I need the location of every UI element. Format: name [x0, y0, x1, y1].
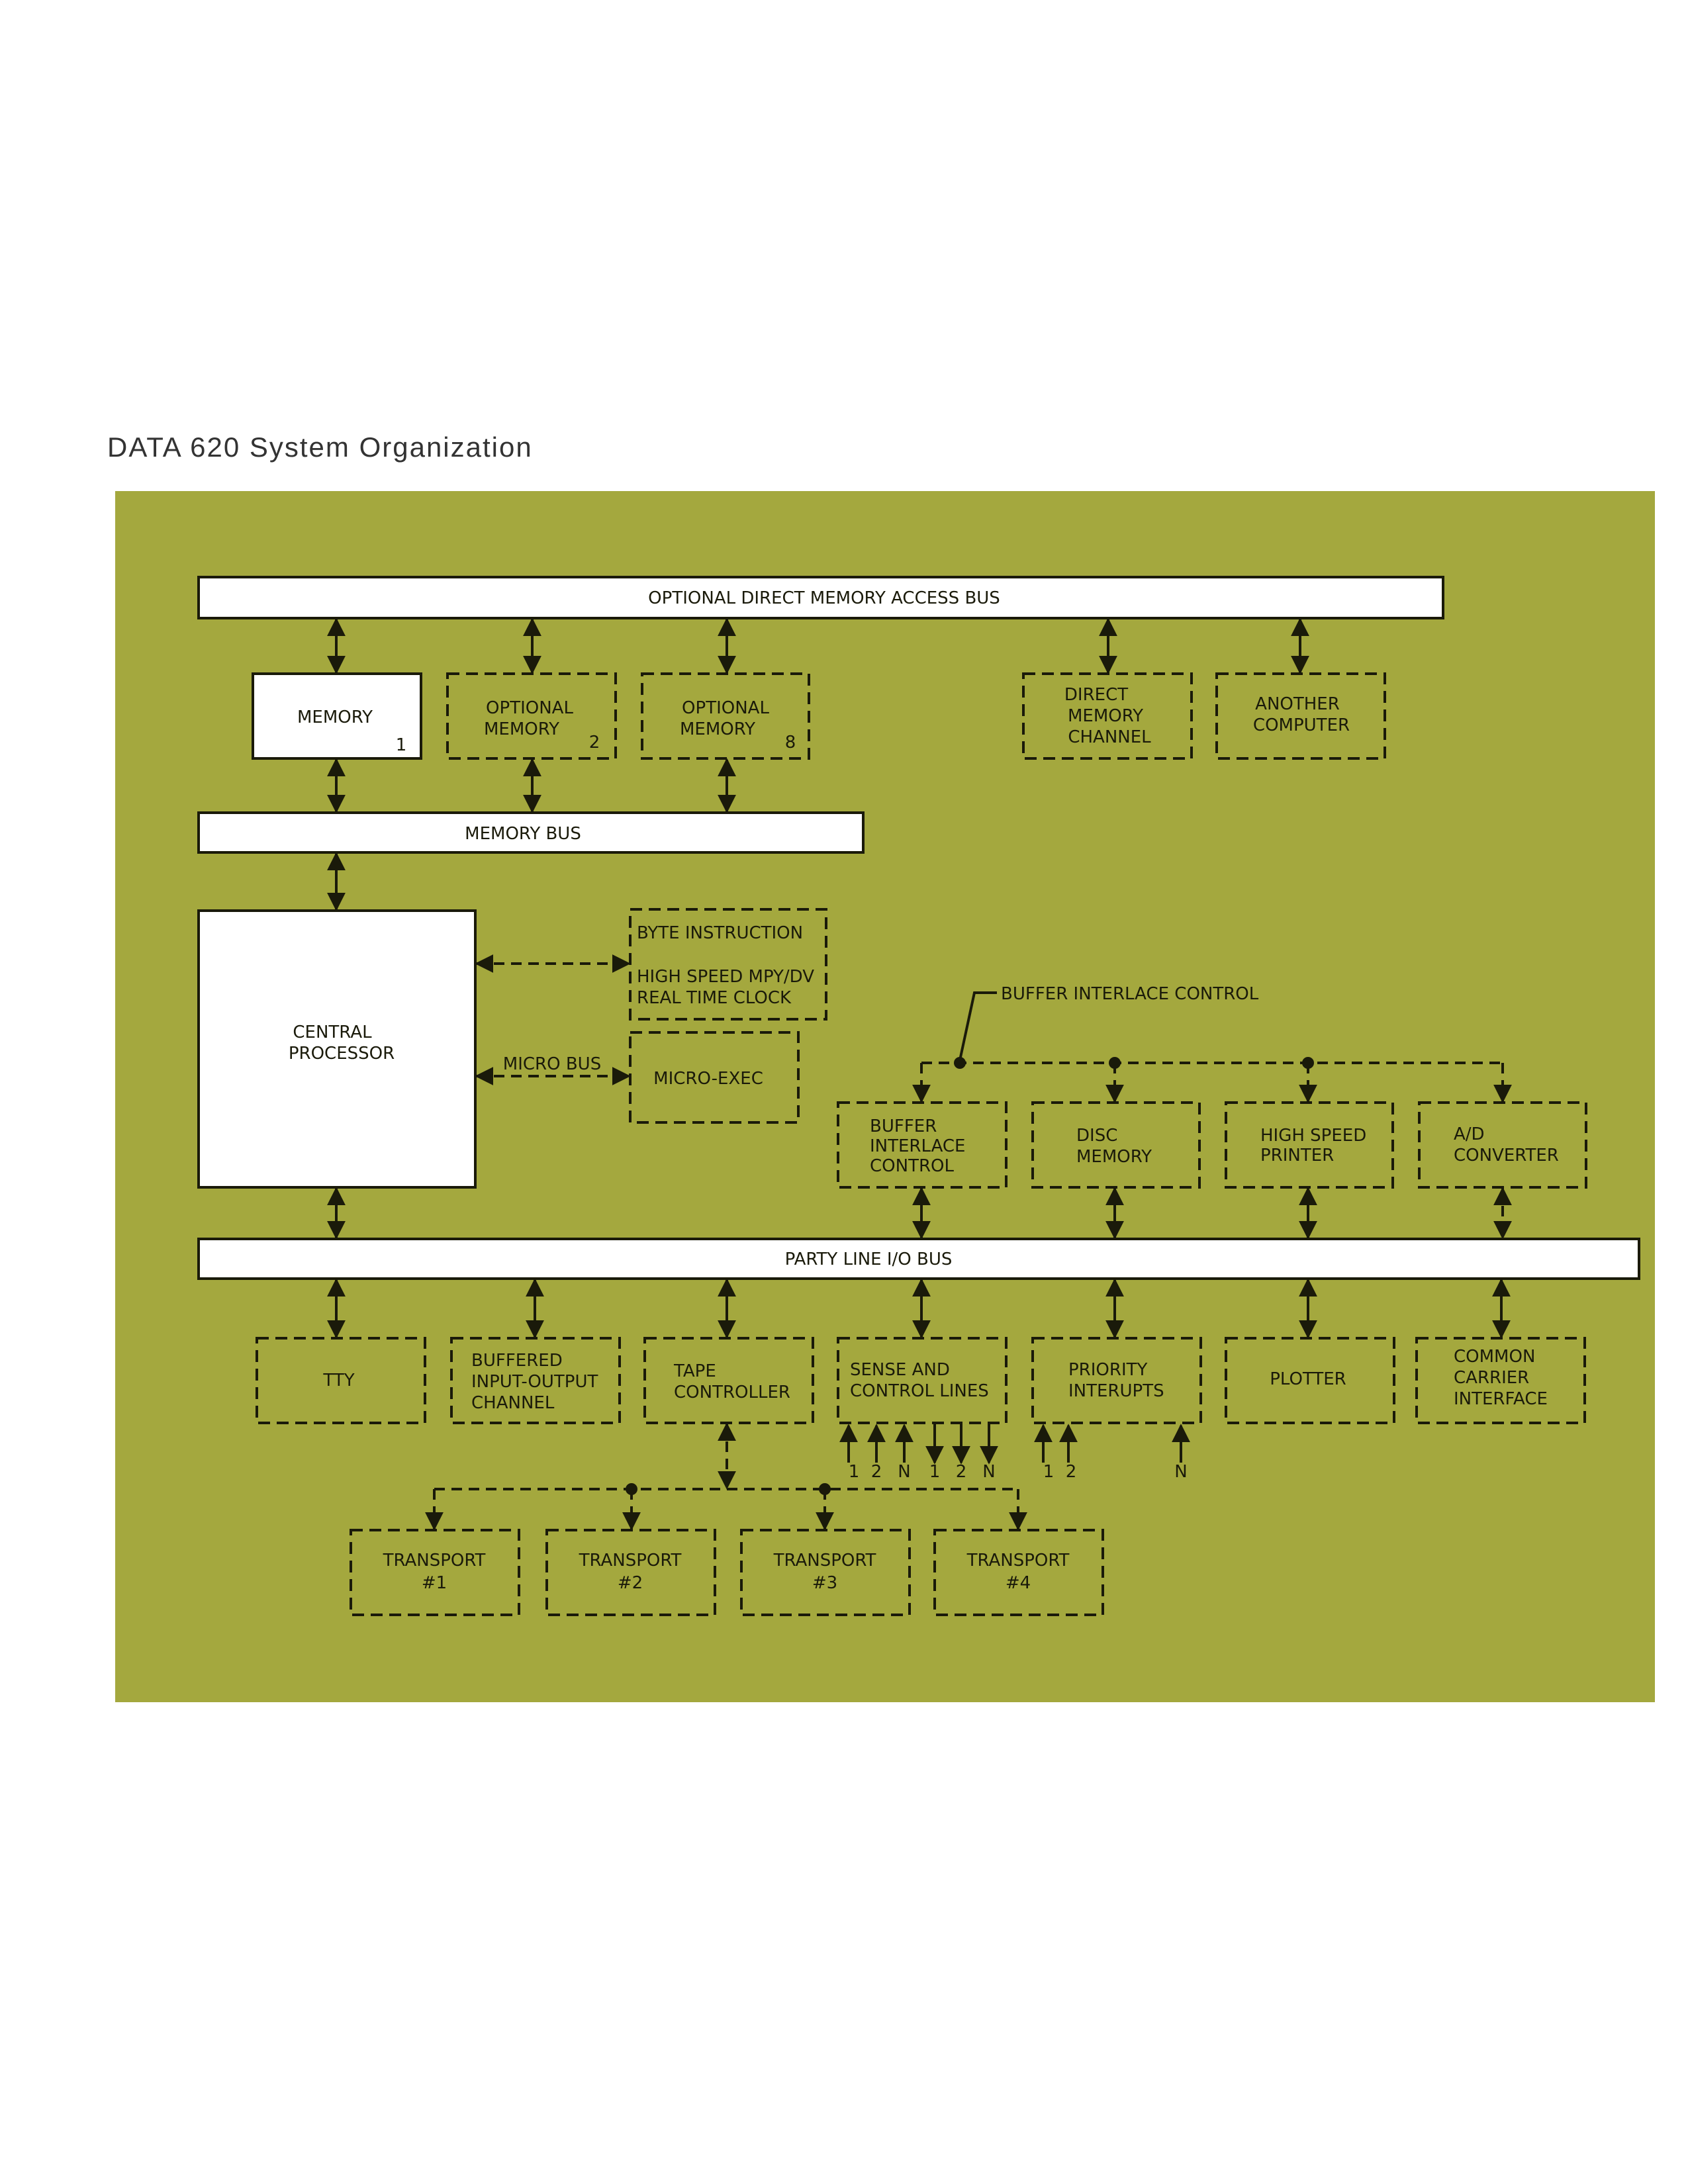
another-computer-box: ANOTHER COMPUTER: [1215, 672, 1386, 760]
svg-text:BUFFERED: BUFFERED: [471, 1351, 563, 1371]
svg-text:INTERFACE: INTERFACE: [1454, 1389, 1548, 1409]
party-line-io-bus: [197, 1238, 1640, 1280]
memory-box: MEMORY 1: [252, 672, 422, 760]
svg-text:MEMORY: MEMORY: [484, 719, 559, 739]
tape-controller-box: TAPE CONTROLLER: [643, 1337, 814, 1424]
sense-in-label-2: 2: [871, 1462, 882, 1482]
svg-text:MICRO-EXEC: MICRO-EXEC: [653, 1069, 763, 1089]
svg-text:A/D: A/D: [1454, 1124, 1485, 1144]
common-carrier-interface-box: COMMON CARRIER INTERFACE: [1415, 1337, 1586, 1424]
sense-in-label-1: 1: [849, 1462, 860, 1482]
svg-text:PLOTTER: PLOTTER: [1270, 1369, 1346, 1389]
tty-box: TTY: [256, 1337, 426, 1424]
svg-text:CHANNEL: CHANNEL: [471, 1393, 555, 1413]
svg-text:2: 2: [589, 733, 600, 752]
svg-text:TAPE: TAPE: [673, 1361, 716, 1381]
svg-text:#3: #3: [812, 1573, 837, 1593]
svg-text:ANOTHER: ANOTHER: [1255, 694, 1340, 714]
svg-text:HIGH SPEED: HIGH SPEED: [1260, 1126, 1366, 1146]
svg-text:MEMORY: MEMORY: [1068, 706, 1143, 726]
svg-text:OPTIONAL: OPTIONAL: [486, 698, 573, 718]
ad-converter-box: A/D CONVERTER: [1418, 1101, 1587, 1189]
svg-text:INTERLACE: INTERLACE: [870, 1136, 966, 1156]
svg-text:OPTIONAL: OPTIONAL: [682, 698, 769, 718]
dma-bus-label: OPTIONAL DIRECT MEMORY ACCESS BUS: [648, 588, 1000, 608]
options-box: BYTE INSTRUCTION HIGH SPEED MPY/DV REAL …: [629, 908, 827, 1021]
svg-text:COMPUTER: COMPUTER: [1253, 715, 1350, 735]
svg-text:BUFFER: BUFFER: [870, 1116, 937, 1136]
plotter-box: PLOTTER: [1225, 1337, 1395, 1424]
svg-text:MEMORY: MEMORY: [1076, 1147, 1152, 1167]
svg-text:DIRECT: DIRECT: [1064, 685, 1128, 705]
priority-label-1: 1: [1043, 1462, 1055, 1482]
buffer-interlace-control-box: BUFFER INTERLACE CONTROL: [837, 1101, 1008, 1189]
memory-bus: [197, 811, 865, 854]
svg-text:#1: #1: [422, 1573, 447, 1593]
sense-control-lines-box: SENSE AND CONTROL LINES: [837, 1337, 1008, 1424]
bic-callout-label: BUFFER INTERLACE CONTROL: [1001, 984, 1259, 1004]
transport-1-box: TRANSPORT #1: [350, 1529, 520, 1616]
svg-text:#2: #2: [618, 1573, 643, 1593]
svg-text:1: 1: [396, 735, 407, 755]
svg-text:INPUT-OUTPUT: INPUT-OUTPUT: [471, 1372, 598, 1392]
sense-out-label-n: N: [982, 1462, 995, 1482]
svg-text:DISC: DISC: [1076, 1126, 1117, 1146]
central-processor-box: CENTRAL PROCESSOR: [197, 909, 477, 1189]
svg-text:TRANSPORT: TRANSPORT: [579, 1551, 682, 1570]
svg-text:CONTROL: CONTROL: [870, 1156, 954, 1176]
svg-text:PROCESSOR: PROCESSOR: [289, 1044, 395, 1064]
disc-memory-box: DISC MEMORY: [1031, 1101, 1201, 1189]
svg-text:TRANSPORT: TRANSPORT: [966, 1551, 1070, 1570]
svg-text:CONTROL LINES: CONTROL LINES: [850, 1381, 989, 1401]
svg-text:TRANSPORT: TRANSPORT: [383, 1551, 486, 1570]
bic-callout-leader: [959, 991, 997, 1061]
svg-text:TRANSPORT: TRANSPORT: [773, 1551, 876, 1570]
micro-exec-box: MICRO-EXEC: [629, 1031, 800, 1124]
page-title: DATA 620 System Organization: [107, 432, 533, 463]
svg-text:8: 8: [785, 733, 796, 752]
svg-text:CONVERTER: CONVERTER: [1454, 1146, 1559, 1165]
svg-text:HIGH SPEED MPY/DV: HIGH SPEED MPY/DV: [637, 967, 814, 987]
transport-2-box: TRANSPORT #2: [545, 1529, 716, 1616]
priority-label-n: N: [1174, 1462, 1187, 1482]
svg-text:#4: #4: [1006, 1573, 1031, 1593]
sense-in-label-n: N: [898, 1462, 910, 1482]
svg-text:CARRIER: CARRIER: [1454, 1368, 1529, 1388]
sense-out-label-2: 2: [956, 1462, 967, 1482]
svg-text:MEMORY: MEMORY: [680, 719, 755, 739]
svg-text:MEMORY: MEMORY: [297, 707, 373, 727]
memory-bus-label: MEMORY BUS: [465, 824, 581, 844]
svg-text:COMMON: COMMON: [1454, 1347, 1535, 1367]
svg-text:PRINTER: PRINTER: [1260, 1146, 1334, 1165]
svg-text:CONTROLLER: CONTROLLER: [674, 1383, 790, 1402]
transport-4-box: TRANSPORT #4: [933, 1529, 1104, 1616]
priority-interrupts-box: PRIORITY INTERUPTS: [1031, 1337, 1202, 1424]
buffered-io-channel-box: BUFFERED INPUT-OUTPUT CHANNEL: [450, 1337, 621, 1424]
direct-memory-channel-box: DIRECT MEMORY CHANNEL: [1022, 672, 1193, 760]
dma-bus: [197, 576, 1444, 619]
svg-text:SENSE AND: SENSE AND: [850, 1360, 950, 1380]
svg-text:CHANNEL: CHANNEL: [1068, 727, 1151, 747]
bic-node-1: [954, 1057, 966, 1069]
optional-memory-2-box: OPTIONAL MEMORY 2: [446, 672, 617, 760]
svg-text:TTY: TTY: [322, 1371, 354, 1390]
micro-bus-label: MICRO BUS: [503, 1054, 601, 1074]
svg-text:PRIORITY: PRIORITY: [1068, 1360, 1147, 1380]
sense-out-label-1: 1: [929, 1462, 941, 1482]
transport-3-box: TRANSPORT #3: [740, 1529, 911, 1616]
svg-text:BYTE INSTRUCTION: BYTE INSTRUCTION: [637, 923, 803, 943]
svg-text:REAL TIME CLOCK: REAL TIME CLOCK: [637, 988, 792, 1008]
party-line-bus-label: PARTY LINE I/O BUS: [785, 1250, 953, 1269]
priority-label-2: 2: [1066, 1462, 1077, 1482]
svg-text:CENTRAL: CENTRAL: [293, 1023, 372, 1042]
svg-text:INTERUPTS: INTERUPTS: [1068, 1381, 1164, 1401]
